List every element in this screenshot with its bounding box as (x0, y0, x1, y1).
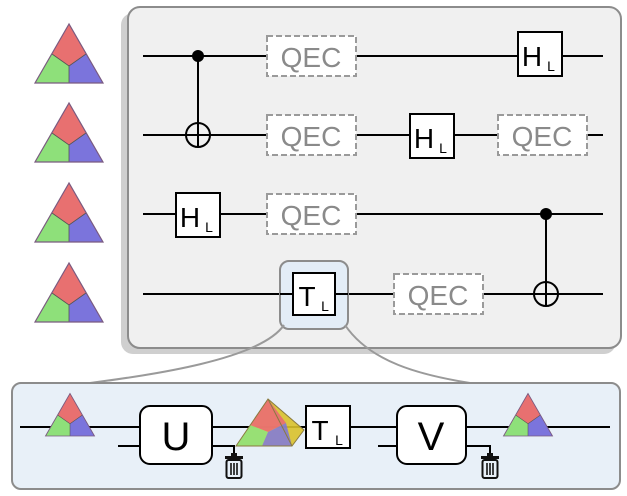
v-ancilla-out (466, 445, 491, 454)
gate-letter: H (522, 41, 542, 72)
logical-qubit-triangle-icon (34, 262, 104, 323)
cnot-target-icon (533, 281, 559, 307)
gate-subscript: L (439, 140, 447, 156)
gate-letter: T (298, 281, 315, 312)
u-label: U (162, 415, 191, 459)
h-logical-gate-w2: H L (409, 113, 455, 159)
gate-subscript: L (321, 298, 329, 314)
h-logical-gate-w3: H L (175, 192, 221, 238)
u-unitary-box: U (139, 405, 213, 465)
gate-subscript: L (547, 58, 555, 74)
qec-box-w3: QEC (266, 193, 357, 235)
h-logical-gate-w1: H L (517, 31, 563, 77)
cnot-gate-1 (185, 50, 211, 148)
gate-subscript: L (205, 219, 213, 235)
qec-box-w4: QEC (393, 273, 484, 315)
t-logical-gate: T L (292, 272, 336, 316)
u-ancilla-out (212, 445, 235, 454)
main-circuit-panel (127, 6, 622, 349)
v-unitary-box: V (396, 405, 467, 465)
qec-box-w2b: QEC (497, 114, 588, 156)
cnot-control-icon (192, 50, 204, 62)
gate-letter: T (311, 415, 328, 446)
qec-label: QEC (281, 121, 342, 152)
qec-label: QEC (281, 42, 342, 73)
gate-letter: H (414, 123, 434, 154)
logical-qubit-triangle-icon (34, 102, 104, 163)
qec-box-w1: QEC (266, 35, 357, 77)
gate-letter: H (180, 202, 200, 233)
cnot-gate-2 (533, 208, 559, 307)
qec-label: QEC (408, 280, 469, 311)
gate-subscript: L (335, 432, 343, 448)
detail-t-logical-gate: T L (305, 405, 351, 449)
logical-qubit-triangle-icon (34, 23, 104, 84)
cnot-target-icon (185, 122, 211, 148)
zoom-connector-right (344, 324, 471, 384)
zoom-connector-left (89, 324, 285, 384)
logical-qubit-triangle-icon (34, 182, 104, 243)
v-label: V (418, 415, 445, 459)
qec-label: QEC (512, 121, 573, 152)
qec-box-w2a: QEC (266, 114, 357, 156)
cnot-control-icon (540, 208, 552, 220)
distillation-pyramid-icon (235, 398, 305, 447)
qec-label: QEC (281, 200, 342, 231)
